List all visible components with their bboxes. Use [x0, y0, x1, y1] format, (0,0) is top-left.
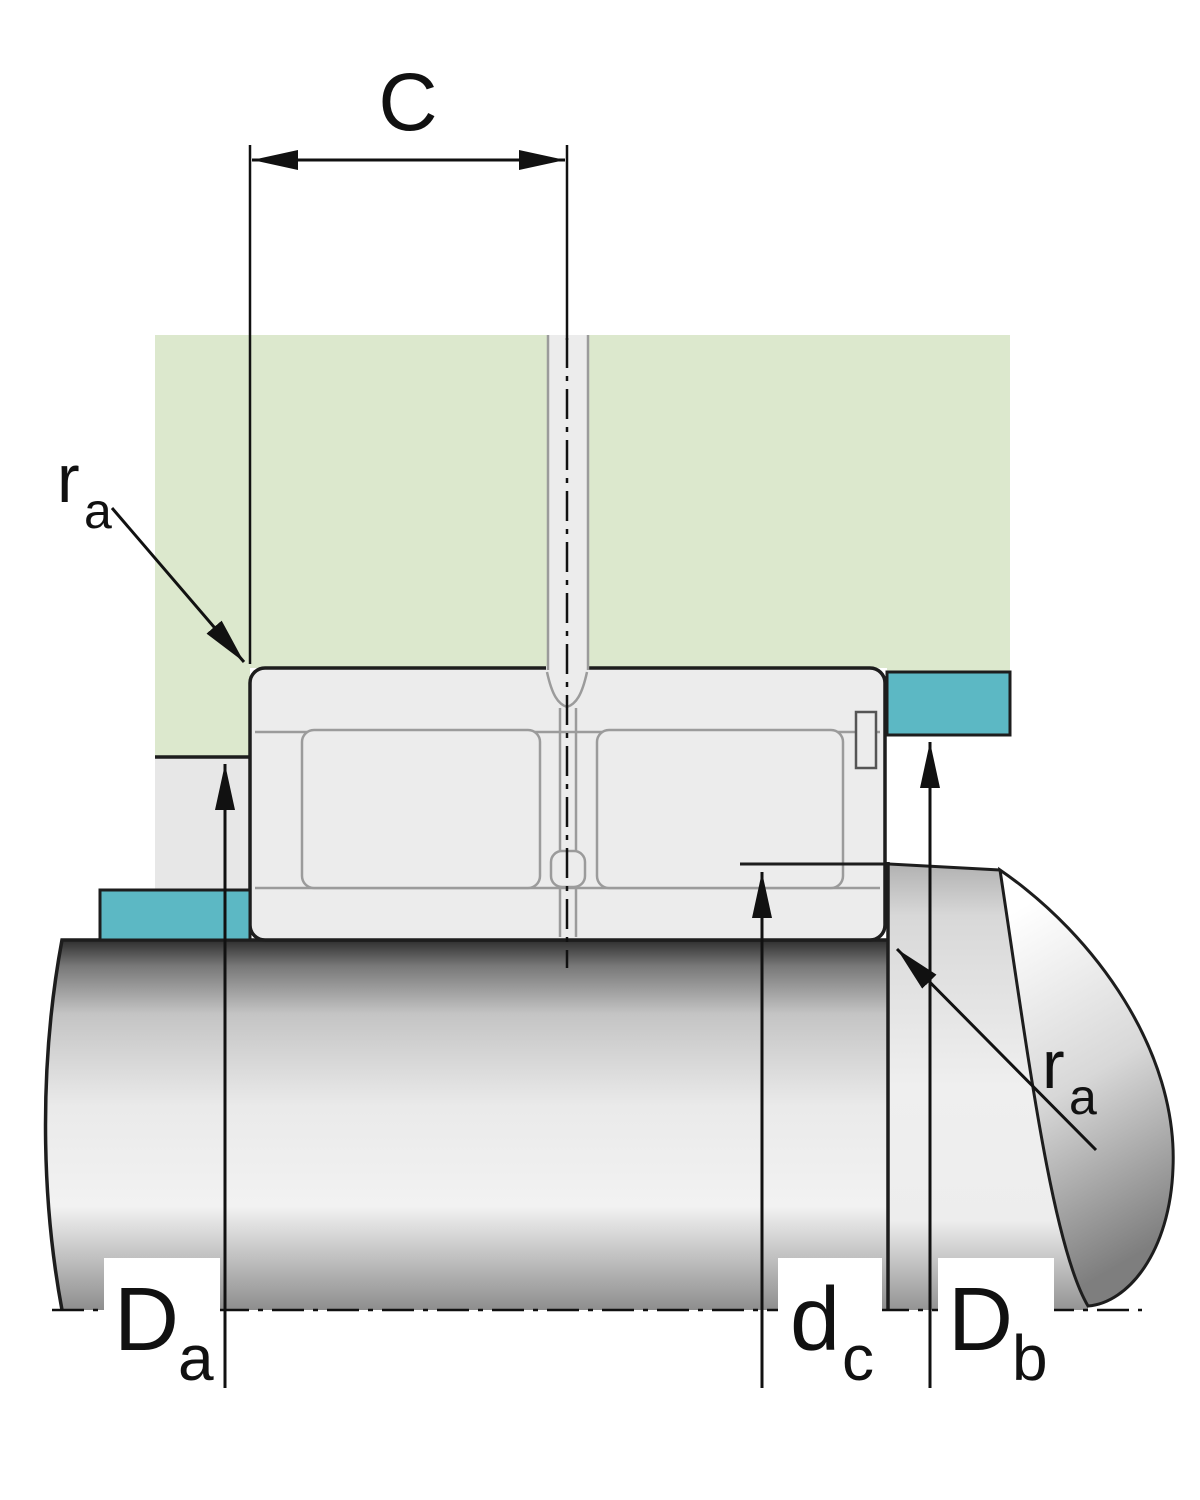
dim-Db-label: D b: [948, 1270, 1048, 1394]
dim-Db-label-backing: [938, 1258, 1054, 1392]
shaft-shoulder-face: [888, 864, 1088, 1310]
dim-ra-right-label: r a: [1042, 1027, 1097, 1125]
abutment-ring-shaft: [98, 888, 252, 942]
dim-dc-label: d c: [790, 1270, 874, 1394]
snap-ring-groove: [854, 710, 878, 770]
dim-width-C: C: [248, 57, 569, 664]
dim-shaft-abutment-dc: d c: [752, 872, 882, 1394]
dim-ra-top-label: r a: [57, 441, 112, 539]
retaining-ring-housing: [885, 670, 1012, 737]
dim-fillet-top: r a: [57, 441, 246, 663]
roller-left: [300, 728, 542, 890]
dim-Da-label: D a: [114, 1270, 214, 1394]
dim-dc-label-backing: [778, 1258, 882, 1392]
shaft-fillet-surface: [997, 866, 1175, 1308]
shaft-body: [45, 940, 888, 1310]
dim-Da-label-backing: [104, 1258, 220, 1392]
shaft-shoulder-top-edge: [887, 862, 1001, 872]
dim-retaining-ring-Db: D b: [920, 742, 1054, 1394]
shaft-silhouette: [43, 938, 888, 1311]
dim-housing-abutment-Da: D a: [104, 764, 235, 1394]
roller-right: [595, 728, 845, 890]
spacer-block: [155, 757, 250, 890]
dim-C-label: C: [378, 57, 437, 148]
dim-ra-top-arrow: [110, 507, 246, 663]
